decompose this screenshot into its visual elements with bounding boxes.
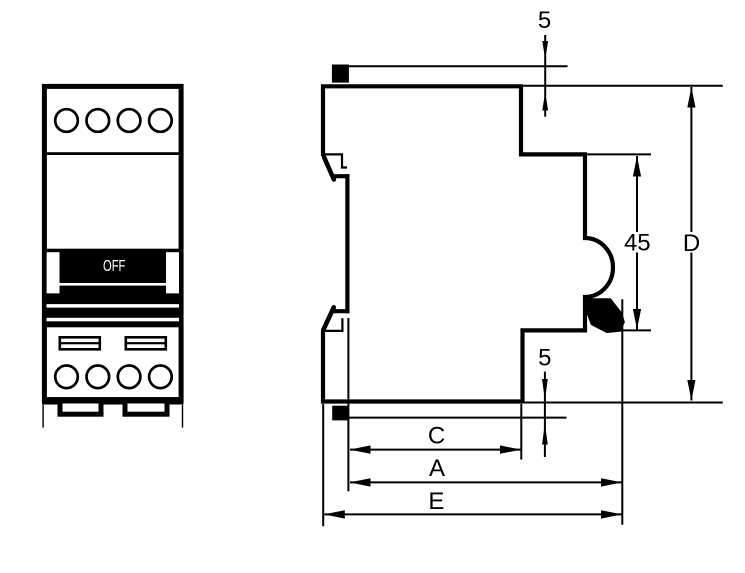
- svg-text:A: A: [429, 455, 445, 482]
- svg-text:OFF: OFF: [103, 256, 125, 275]
- svg-text:5: 5: [538, 345, 551, 372]
- svg-text:45: 45: [624, 230, 651, 257]
- svg-text:C: C: [428, 422, 445, 449]
- svg-text:5: 5: [538, 7, 551, 34]
- svg-text:E: E: [428, 488, 444, 515]
- svg-text:D: D: [683, 230, 700, 257]
